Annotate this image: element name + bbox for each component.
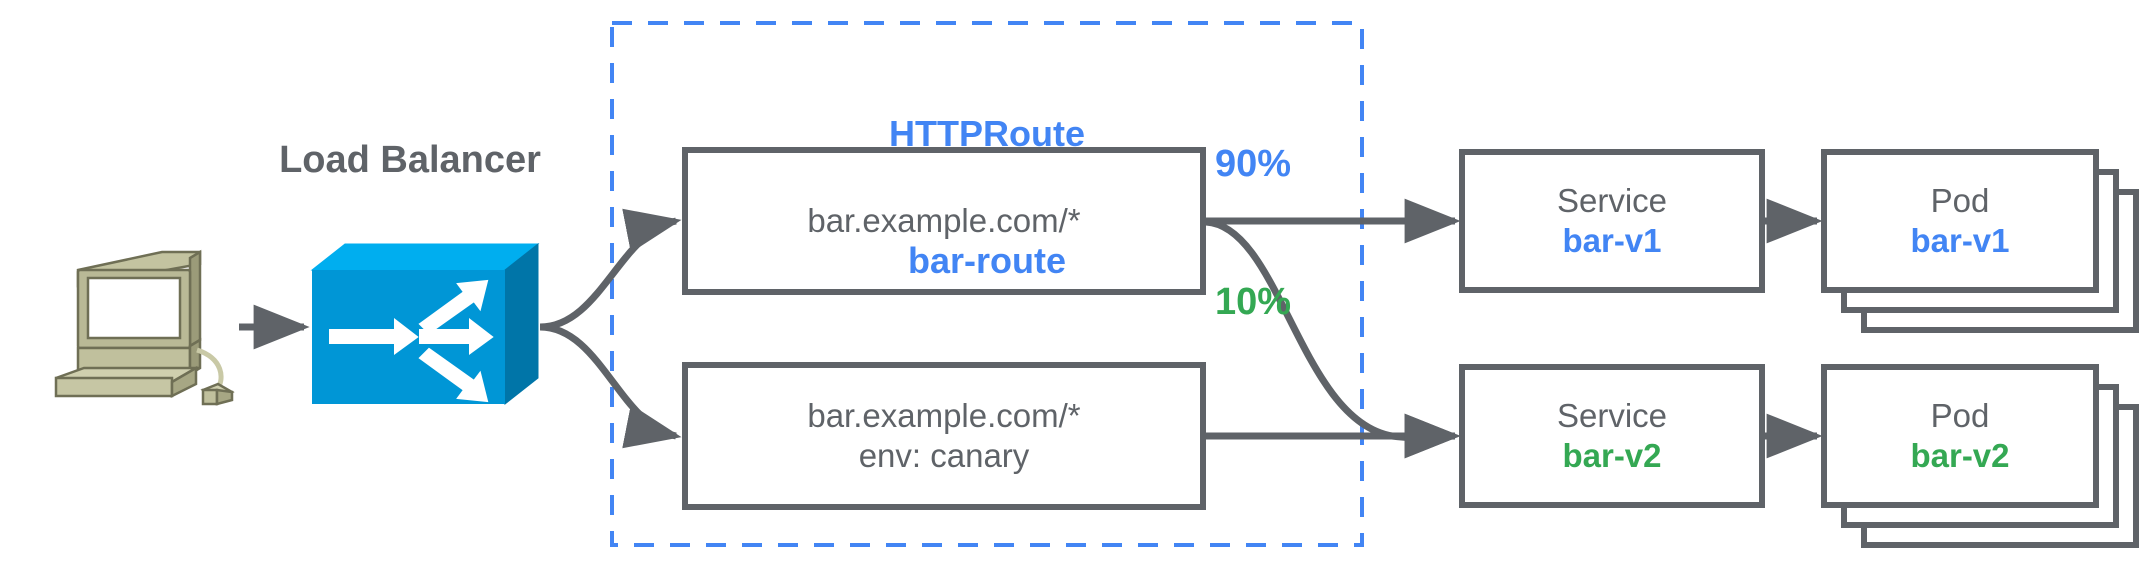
httproute-title: HTTPRoute bar-route [612,28,1362,368]
pod-stack-v1 [1821,149,2139,333]
pod-stack-v2 [1821,364,2139,548]
pod-v2-name: bar-v2 [1910,437,2010,474]
match-rule-top-host: bar.example.com/* [807,201,1081,239]
service-box-v1 [1459,149,1765,293]
service-v2-kind: Service [1556,396,1668,434]
match-rule-bottom-header: env: canary [858,437,1030,474]
pod-v2-kind: Pod [1930,396,1990,434]
weight-label-10: 10% [1215,281,1292,323]
pod-v1[interactable]: Pod bar-v1 [1824,152,2096,290]
pod-v2[interactable]: Pod bar-v2 [1824,367,2096,505]
network-switch-icon [310,242,540,406]
weight-label-90: 90% [1215,143,1292,185]
service-v1[interactable]: Service bar-v1 [1462,152,1762,290]
pod-v1-name: bar-v1 [1910,222,2010,259]
match-box-top [682,147,1206,295]
service-box-v2 [1459,364,1765,508]
arrow-lb-to-match-top [539,208,682,331]
desktop-computer-icon [54,249,235,406]
service-v2-name: bar-v2 [1562,437,1662,474]
service-v1-name: bar-v1 [1562,222,1662,259]
match-rule-top[interactable]: bar.example.com/* [685,150,1203,292]
service-v1-kind: Service [1556,181,1668,219]
httproute-boundary [610,21,1364,547]
load-balancer-label: Load Balancer [279,139,541,181]
arrow-lb-to-match-bottom [539,323,682,449]
httproute-name: bar-route [907,240,1066,282]
match-rule-bottom[interactable]: bar.example.com/* env: canary [685,365,1203,507]
match-box-bottom [682,362,1206,510]
pod-v1-kind: Pod [1930,181,1990,219]
service-v2[interactable]: Service bar-v2 [1462,367,1762,505]
httproute-kind: HTTPRoute [889,112,1085,154]
match-rule-bottom-host: bar.example.com/* [807,396,1081,434]
